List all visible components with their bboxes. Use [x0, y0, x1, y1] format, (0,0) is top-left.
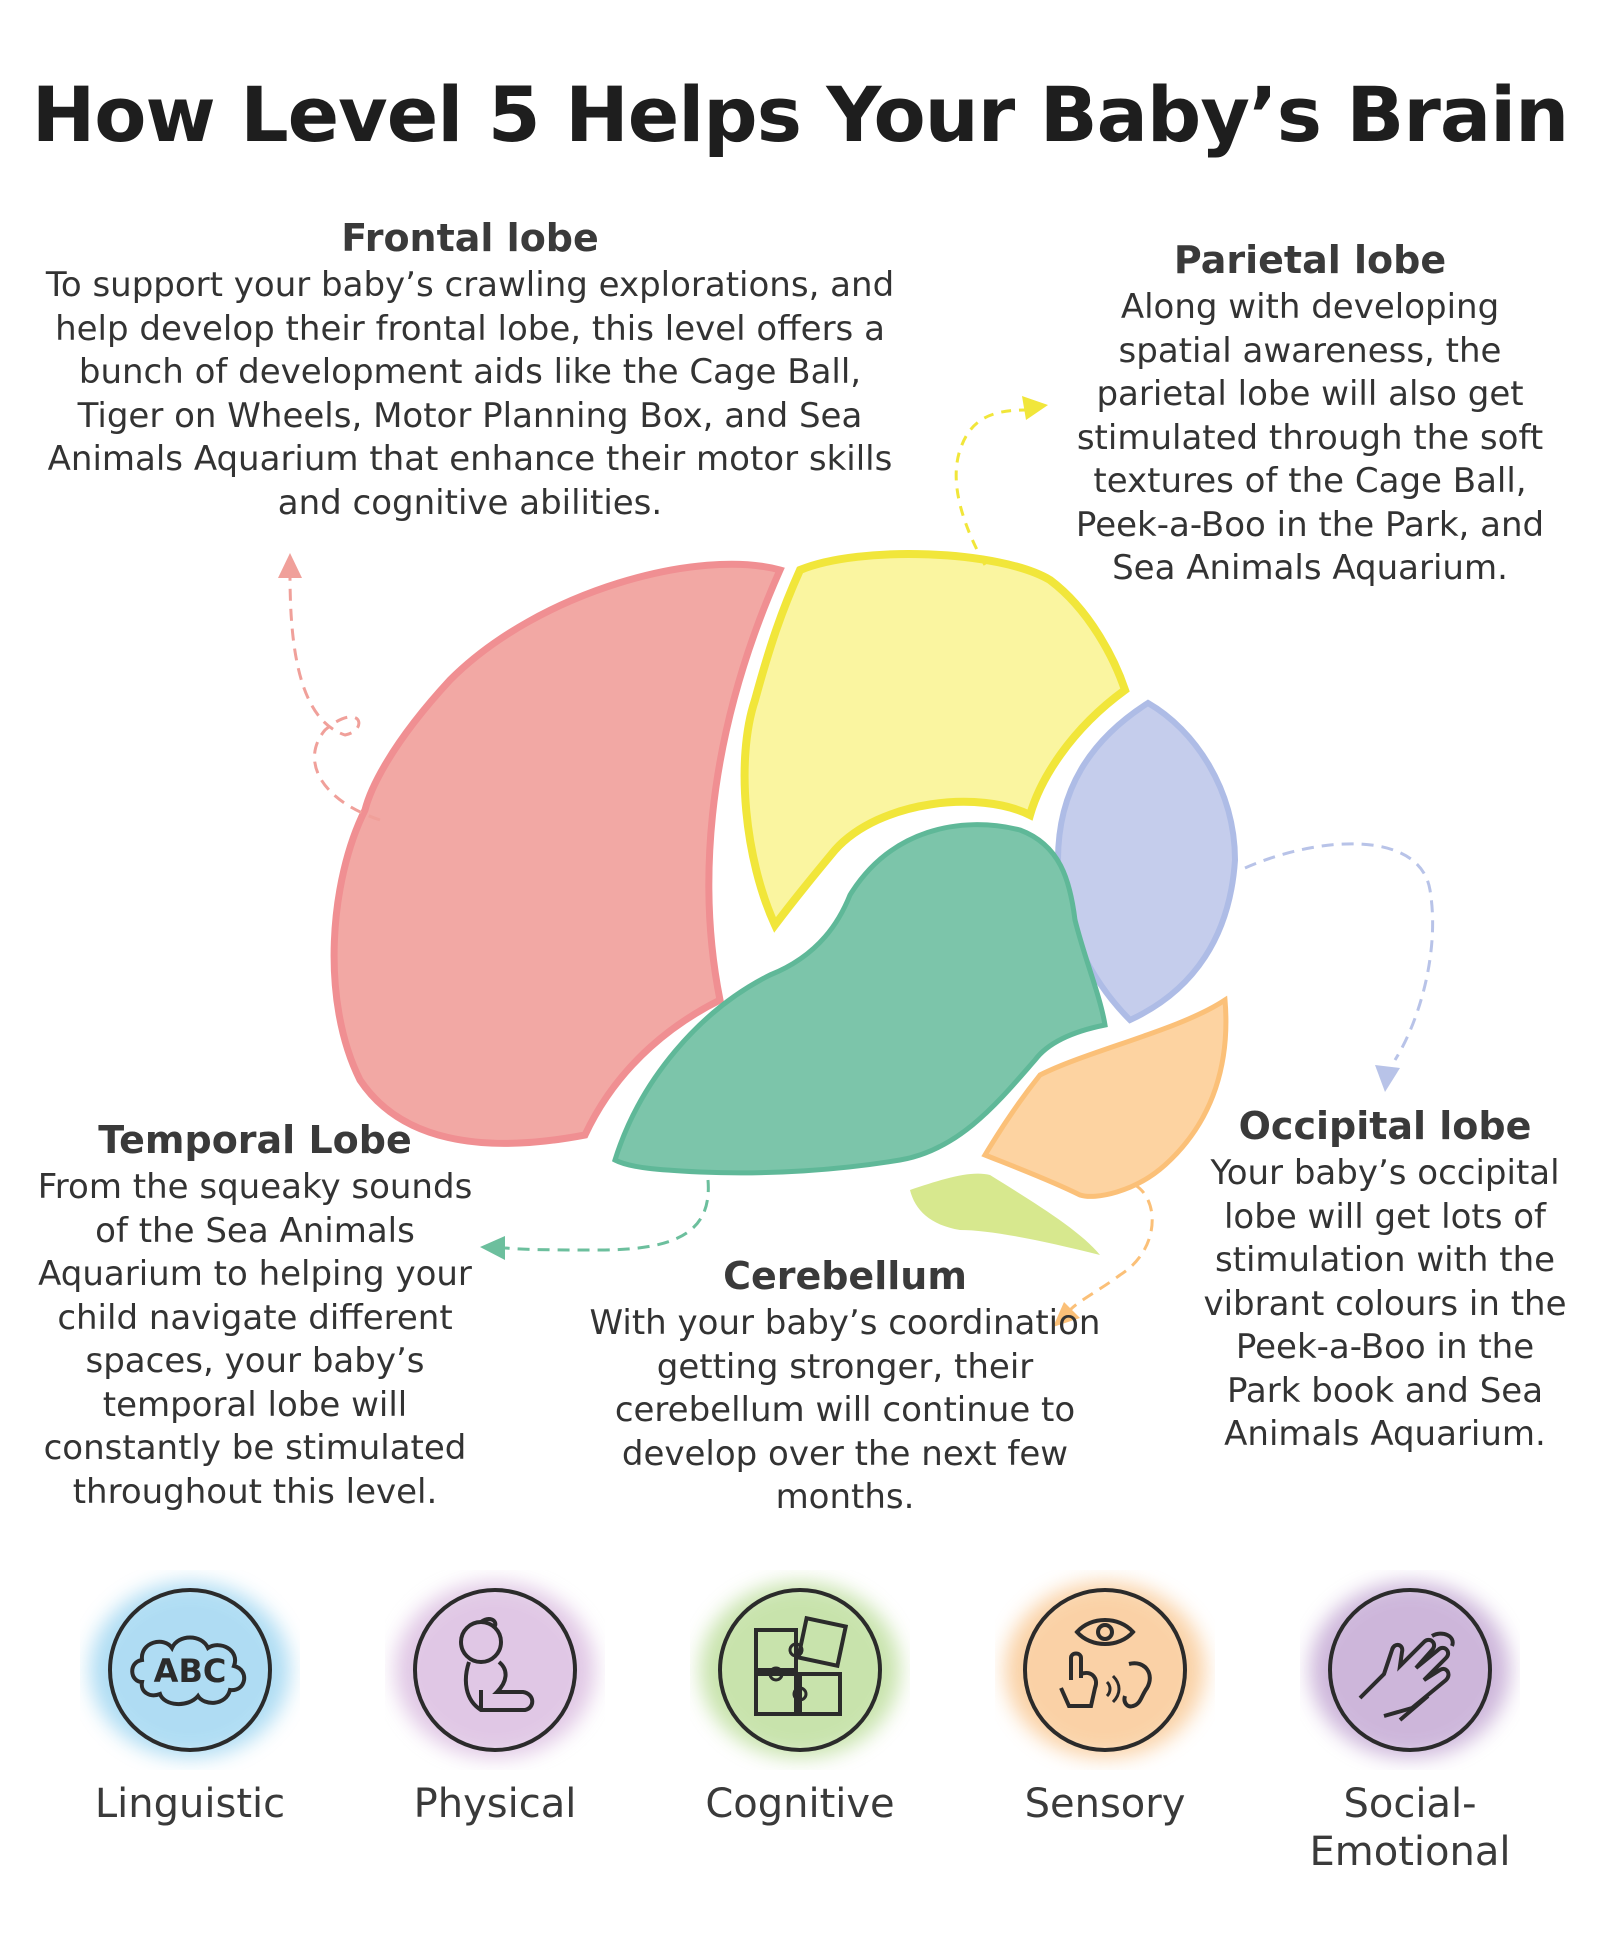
frontal-lobe-heading: Frontal lobe: [341, 216, 599, 260]
page-title: How Level 5 Helps Your Baby’s Brain: [31, 70, 1570, 159]
development-label-social-emotional: Social- Emotional: [1309, 1781, 1511, 1875]
brainstem-shape: [910, 1173, 1100, 1255]
frontal-lobe-description: To support your baby’s crawling explorat…: [45, 265, 895, 523]
svg-text:ABC: ABC: [154, 1652, 227, 1690]
temporal-lobe-heading: Temporal Lobe: [98, 1118, 412, 1162]
frontal-lobe-shape: [330, 560, 785, 1147]
occipital-lobe-shape: [1054, 699, 1239, 1024]
temporal-lobe-shape: [611, 822, 1108, 1176]
cerebellum-arrow: [1053, 1183, 1154, 1327]
development-linguistic: ABC Linguistic: [40, 1570, 340, 1828]
development-label-linguistic: Linguistic: [94, 1781, 286, 1827]
parietal-lobe-description: Along with developing spatial awareness,…: [1075, 287, 1545, 588]
development-label-cognitive: Cognitive: [705, 1781, 895, 1827]
hands-icon: [1310, 1582, 1510, 1758]
cerebellum-heading: Cerebellum: [723, 1254, 967, 1298]
puzzle-icon: [700, 1582, 900, 1758]
crawling-baby-icon: [395, 1582, 595, 1758]
cerebellum-description: With your baby’s coordination getting st…: [589, 1303, 1101, 1517]
frontal-arrow: [278, 553, 381, 822]
senses-icon: [1005, 1582, 1205, 1758]
occipital-lobe-text: Occipital lobe Your baby’s occipital lob…: [1195, 1104, 1575, 1457]
development-sensory: Sensory: [955, 1570, 1255, 1828]
temporal-arrow: [480, 1179, 710, 1260]
frontal-lobe-text: Frontal lobe To support your baby’s craw…: [40, 216, 900, 525]
temporal-lobe-text: Temporal Lobe From the squeaky sounds of…: [20, 1118, 490, 1514]
parietal-lobe-text: Parietal lobe Along with developing spat…: [1060, 238, 1560, 591]
occipital-lobe-heading: Occipital lobe: [1238, 1104, 1532, 1148]
development-physical: Physical: [345, 1570, 645, 1828]
development-label-physical: Physical: [413, 1781, 577, 1827]
parietal-lobe-shape: [740, 550, 1130, 933]
parietal-arrow: [954, 396, 1048, 566]
parietal-lobe-heading: Parietal lobe: [1173, 238, 1447, 282]
temporal-lobe-description: From the squeaky sounds of the Sea Anima…: [37, 1167, 473, 1512]
cerebellum-text: Cerebellum With your baby’s coordination…: [580, 1254, 1110, 1520]
development-label-sensory: Sensory: [1024, 1781, 1186, 1827]
occipital-lobe-description: Your baby’s occipital lobe will get lots…: [1203, 1153, 1567, 1454]
abc-cloud-icon: ABC: [90, 1582, 290, 1758]
development-social-emotional: Social- Emotional: [1260, 1570, 1560, 1876]
development-cognitive: Cognitive: [650, 1570, 950, 1828]
cerebellum-shape: [981, 995, 1229, 1199]
occipital-arrow: [1244, 842, 1435, 1092]
